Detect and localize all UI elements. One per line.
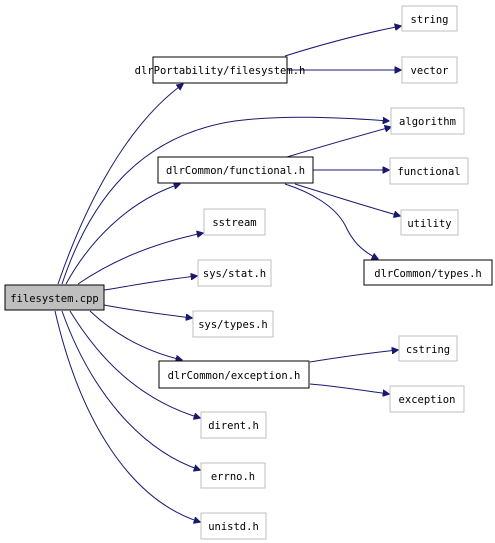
node-label: utility — [407, 218, 451, 230]
nodes: filesystem.cpp dlrPortability/filesystem… — [4, 5, 493, 540]
node-label: cstring — [406, 344, 450, 356]
edge-filesystem-cpp-to-sys-stat-h — [103, 276, 197, 291]
edge-filesystem-cpp-to-dlrcommon-functional-h — [65, 184, 180, 285]
node-box — [203, 208, 266, 236]
edge-filesystem-cpp-to-sys-types-h — [103, 304, 192, 318]
edge-filesystem-cpp-to-unistd-h — [54, 310, 200, 522]
node-exception[interactable]: exception — [389, 385, 465, 413]
edge-filesystem-cpp-to-errno-h — [61, 310, 200, 470]
node-unistd-h[interactable]: unistd.h — [200, 512, 267, 540]
node-label: vector — [411, 65, 449, 77]
node-dlrportability-filesystem-h[interactable]: dlrPortability/filesystem.h — [135, 56, 306, 84]
node-vector[interactable]: vector — [401, 56, 458, 84]
node-algorithm[interactable]: algorithm — [390, 107, 465, 135]
node-utility[interactable]: utility — [400, 209, 459, 236]
node-label: unistd.h — [208, 521, 259, 533]
edge-dlrcommon-exception-h-to-exception — [309, 383, 389, 394]
node-box — [398, 335, 458, 362]
node-label: dirent.h — [208, 420, 259, 432]
node-label: dlrCommon/functional.h — [166, 165, 305, 177]
edge-dlrcommon-functional-h-to-dlrcommon-types-h — [284, 183, 378, 259]
node-box — [192, 310, 274, 338]
node-dirent-h[interactable]: dirent.h — [200, 411, 267, 439]
node-label: algorithm — [399, 116, 456, 128]
node-box — [389, 157, 469, 185]
node-box — [363, 259, 493, 286]
node-box — [197, 259, 272, 287]
node-box — [152, 56, 288, 84]
node-box — [200, 462, 266, 489]
node-label: dlrCommon/types.h — [374, 268, 481, 280]
node-box — [390, 107, 465, 135]
node-label: sys/stat.h — [203, 268, 266, 280]
node-label: string — [411, 14, 449, 26]
node-box — [401, 56, 458, 84]
edge-dlrcommon-functional-h-to-algorithm — [286, 127, 391, 158]
edge-filesystem-cpp-to-algorithm — [61, 116, 389, 285]
node-cstring[interactable]: cstring — [398, 335, 458, 362]
node-box — [401, 5, 458, 32]
node-label: dlrPortability/filesystem.h — [135, 65, 306, 77]
node-sys-stat-h[interactable]: sys/stat.h — [197, 259, 272, 287]
edge-dlrcommon-functional-h-to-utility — [294, 183, 400, 216]
node-box — [200, 411, 267, 439]
node-label: functional — [397, 166, 460, 178]
edge-dlrcommon-exception-h-to-cstring — [309, 350, 398, 363]
edge-dlrportability-filesystem-h-to-string — [284, 26, 401, 57]
node-dlrcommon-types-h[interactable]: dlrCommon/types.h — [363, 259, 493, 286]
node-dlrcommon-functional-h[interactable]: dlrCommon/functional.h — [157, 156, 314, 184]
node-box — [158, 360, 310, 389]
node-sys-types-h[interactable]: sys/types.h — [192, 310, 274, 338]
node-label: filesystem.cpp — [10, 293, 99, 305]
node-label: exception — [399, 394, 456, 406]
node-label: sys/types.h — [198, 319, 268, 331]
edge-filesystem-cpp-to-dirent-h — [69, 310, 200, 418]
node-filesystem-cpp[interactable]: filesystem.cpp — [4, 284, 105, 311]
node-sstream[interactable]: sstream — [203, 208, 266, 236]
edge-filesystem-cpp-to-sstream — [77, 233, 203, 285]
edge-filesystem-cpp-to-dlrportability-filesystem-h — [57, 84, 183, 285]
node-box — [200, 512, 267, 540]
node-errno-h[interactable]: errno.h — [200, 462, 266, 489]
edges — [54, 26, 401, 522]
node-label: sstream — [212, 217, 256, 229]
node-string[interactable]: string — [401, 5, 458, 32]
edge-filesystem-cpp-to-dlrcommon-exception-h — [89, 310, 182, 360]
node-functional[interactable]: functional — [389, 157, 469, 185]
node-dlrcommon-exception-h[interactable]: dlrCommon/exception.h — [158, 360, 310, 389]
node-box — [4, 284, 105, 311]
node-label: errno.h — [211, 471, 255, 483]
node-box — [400, 209, 459, 236]
node-box — [157, 156, 314, 184]
node-box — [389, 385, 465, 413]
node-label: dlrCommon/exception.h — [168, 370, 301, 382]
